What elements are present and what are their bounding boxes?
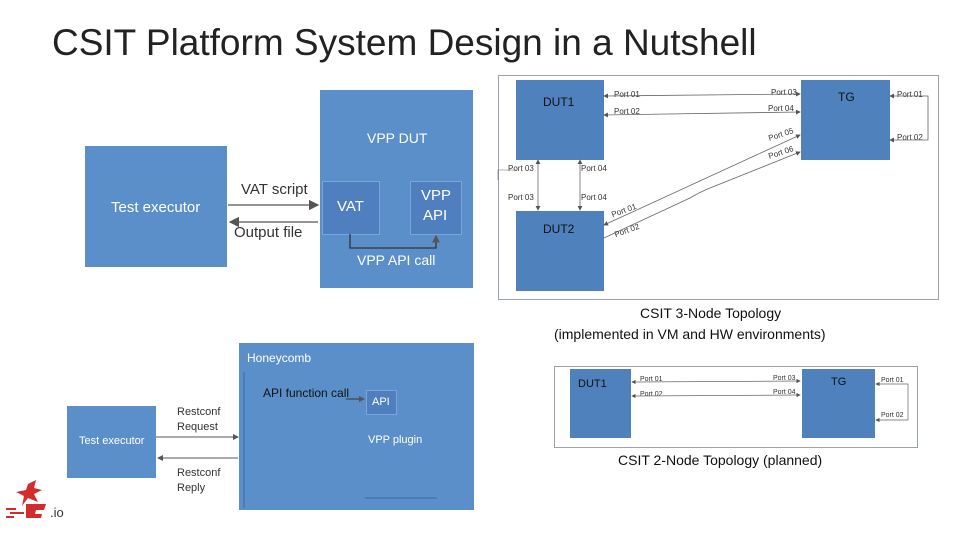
link-dut1-loop-dut2: [497, 169, 516, 180]
dut2-box: [516, 211, 604, 291]
vpp-api-box: [410, 181, 462, 235]
link2-dut1-tg-p01: [631, 378, 801, 385]
vat-label: VAT: [337, 198, 364, 215]
vpp-plugin-label: VPP plugin: [368, 434, 423, 446]
vpp-api-call-label: VPP API call: [357, 252, 436, 268]
hc-test-executor-label: Test executor: [79, 435, 145, 447]
dut1-2node-box: [570, 369, 631, 438]
port-label: Port 04: [581, 164, 607, 173]
port-label: Port 02: [897, 133, 923, 142]
link-tg-loop: [889, 93, 929, 143]
tg-2node-label: TG: [831, 376, 847, 388]
port-label: Port 01: [881, 377, 904, 384]
tg-label: TG: [838, 90, 855, 104]
restconf-reply-label-2: Reply: [177, 482, 206, 494]
fdio-logo-mark: [6, 480, 46, 518]
restconf-request-label-2: Request: [177, 421, 218, 433]
link-dut2-tg-a: [603, 134, 801, 226]
tg-2node-box: [802, 369, 875, 438]
port-label: Port 03: [773, 375, 796, 382]
vpp-api-call-arrow: [349, 234, 440, 249]
port-label: Port 04: [768, 104, 794, 113]
topology-3node-caption-line1: CSIT 3-Node Topology: [640, 305, 782, 321]
tg-box: [801, 80, 890, 160]
port-label: Port 01: [897, 90, 923, 99]
topology-2node-caption: CSIT 2-Node Topology (planned): [618, 452, 823, 468]
api-function-call-label: API function call: [263, 386, 350, 400]
port-label: Port 02: [881, 412, 904, 419]
topology-3node-caption-line2: (implemented in VM and HW environments): [554, 326, 826, 342]
hc-test-executor-box: [67, 406, 156, 478]
fdio-logo: .io: [6, 478, 68, 522]
slide-title: CSIT Platform System Design in a Nutshel…: [52, 22, 757, 63]
output-file-label: Output file: [234, 224, 303, 241]
api-label: API: [372, 396, 390, 408]
vat-script-label: VAT script: [241, 181, 308, 198]
vat-box: [322, 181, 380, 235]
dut1-label: DUT1: [543, 95, 575, 109]
vpp-dut-label: VPP DUT: [367, 130, 428, 146]
honeycomb-label: Honeycomb: [247, 351, 312, 365]
port-label: Port 04: [581, 193, 607, 202]
test-executor-box: [85, 146, 227, 267]
link2-tg-loop: [875, 381, 909, 423]
dut1-2node-label: DUT1: [578, 378, 607, 390]
port-label: Port 03: [508, 193, 534, 202]
vpp-api-label-line2: API: [423, 207, 448, 224]
link-dut1-tg-p02: [603, 109, 801, 118]
test-executor-label: Test executor: [111, 199, 201, 216]
api-box: [366, 390, 397, 415]
port-label: Port 04: [773, 389, 796, 396]
restconf-reply-label-1: Restconf: [177, 467, 221, 479]
vpp-api-label-line1: VPP: [421, 187, 452, 204]
dut2-label: DUT2: [543, 222, 575, 236]
honeycomb-box: [239, 343, 474, 510]
link2-dut1-tg-p02: [631, 392, 801, 399]
restconf-request-label-1: Restconf: [177, 406, 221, 418]
port-label: Port 03: [508, 164, 534, 173]
link-dut2-tg-b: [603, 151, 801, 239]
logo-text: .io: [50, 505, 64, 520]
dut1-box: [516, 80, 604, 160]
link-dut1-tg-p01: [603, 91, 801, 99]
